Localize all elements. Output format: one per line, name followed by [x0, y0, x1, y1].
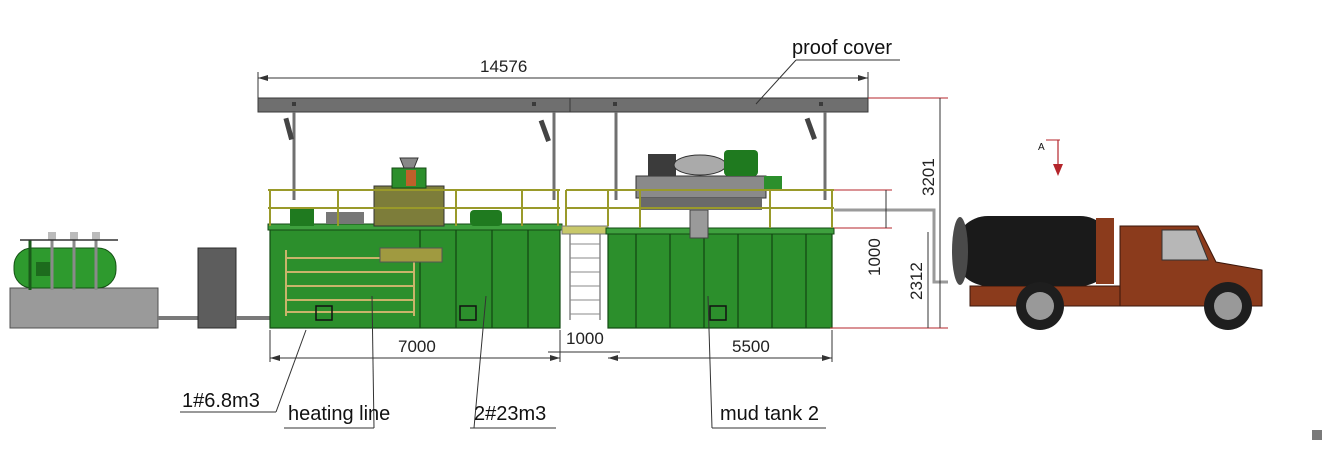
annotation-proof-cover: proof cover — [755, 37, 900, 105]
dim-length-tank-a-text: 7000 — [398, 337, 436, 356]
dim-height-tank: 2312 — [907, 232, 929, 328]
label-tank1: 1#6.8m3 — [182, 390, 260, 412]
railing-gap — [565, 189, 610, 226]
dim-height-rail-text: 1000 — [865, 238, 884, 276]
mud-tank-2 — [605, 150, 835, 329]
mud-tank-1 — [267, 157, 563, 329]
dim-height-rail: 1000 — [834, 189, 892, 276]
label-mud-tank2: mud tank 2 — [720, 403, 819, 425]
railing-tank-2 — [610, 189, 834, 228]
corner-square — [1312, 430, 1322, 440]
view-marker-label: A — [1038, 142, 1045, 153]
dim-height-total-text: 3201 — [919, 158, 938, 196]
left-separator-unit — [9, 232, 159, 329]
dim-total-length: 14576 — [257, 57, 869, 98]
label-proof-cover: proof cover — [792, 37, 892, 59]
view-marker-a: A — [1038, 139, 1063, 176]
label-heating-line: heating line — [288, 403, 390, 425]
stair-ladder — [561, 225, 609, 320]
annotation-heating-line: heating line — [284, 295, 390, 429]
roof-posts — [283, 112, 827, 200]
annotation-mud-tank2: mud tank 2 — [707, 295, 826, 429]
annotation-tank1: 1#6.8m3 — [180, 329, 307, 413]
dim-height-total: 3201 — [830, 97, 948, 329]
dim-lengths-bottom: 7000 1000 5500 — [269, 329, 833, 362]
tanker-truck — [952, 216, 1263, 330]
railing-tank-1 — [268, 189, 560, 226]
dim-gap-text: 1000 — [566, 329, 604, 348]
annotation-tank2: 2#23m3 — [470, 295, 556, 429]
centrifuge — [635, 150, 782, 210]
proof-cover-roof — [257, 97, 869, 113]
control-cabinet — [197, 247, 237, 329]
label-tank2: 2#23m3 — [474, 403, 546, 425]
dim-length-tank-b-text: 5500 — [732, 337, 770, 356]
dim-total-length-text: 14576 — [480, 57, 527, 76]
dim-height-tank-text: 2312 — [907, 262, 926, 300]
